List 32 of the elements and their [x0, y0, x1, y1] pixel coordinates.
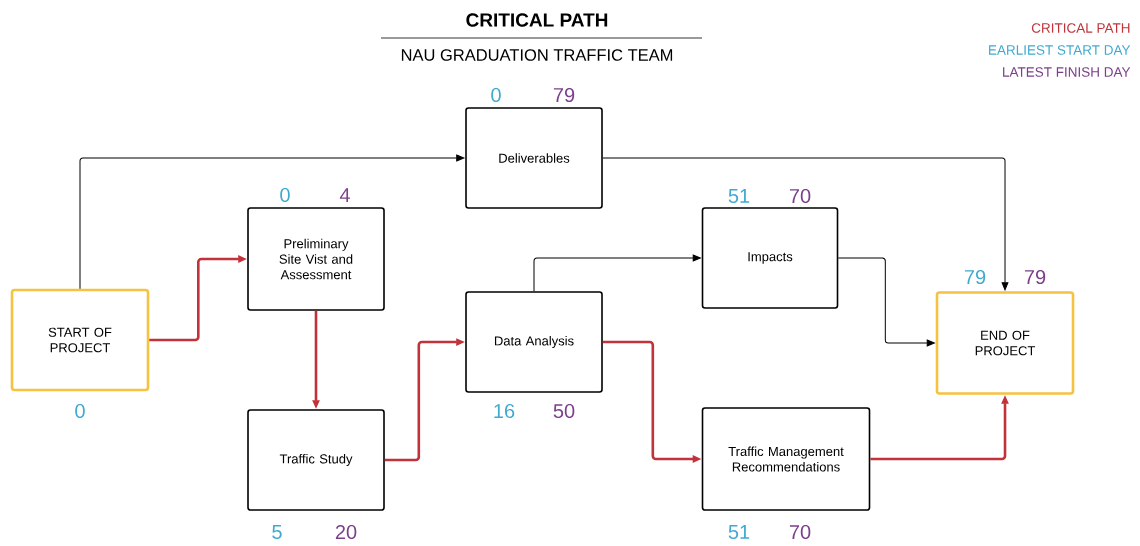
day-number: 4: [339, 188, 350, 202]
day-number: 0: [280, 187, 290, 203]
day-number: 20: [335, 524, 357, 540]
day-number: 0: [75, 403, 85, 419]
title: CRITICAL PATH: [466, 13, 608, 27]
day-number: 5: [272, 525, 282, 539]
arrow: [837, 257, 935, 347]
day-number: 0: [491, 87, 501, 103]
day-number: 79: [1024, 269, 1046, 285]
milestone-box: START OF PROJECT: [10, 288, 150, 392]
task-box: Data Analysis: [465, 291, 603, 393]
arrow: [79, 154, 465, 290]
legend-entry: LATEST FINISH DAY: [1003, 67, 1131, 77]
day-number: 50: [553, 403, 575, 419]
day-number: 51: [728, 525, 750, 539]
subtitle: NAU GRADUATION TRAFFIC TEAM: [401, 49, 673, 61]
task-box: Deliverables: [465, 107, 603, 209]
day-number: 70: [789, 524, 811, 540]
arrow: [602, 157, 1009, 291]
day-number: 70: [789, 188, 811, 204]
legend-entry: CRITICAL PATH: [1031, 23, 1130, 33]
task-box: Impacts: [701, 207, 839, 309]
arrow: [533, 254, 701, 292]
task-box: Preliminary Site Vist and Assessment: [247, 207, 385, 311]
day-number: 51: [728, 189, 750, 203]
day-number: 79: [553, 87, 575, 103]
milestone-box: END OF PROJECT: [935, 291, 1075, 395]
task-box: Traffic Study: [247, 409, 385, 511]
task-box: Traffic Management Recommendations: [701, 407, 871, 511]
legend-entry: EARLIEST START DAY: [989, 45, 1131, 55]
day-number: 16: [494, 403, 515, 419]
day-number: 79: [964, 269, 986, 285]
